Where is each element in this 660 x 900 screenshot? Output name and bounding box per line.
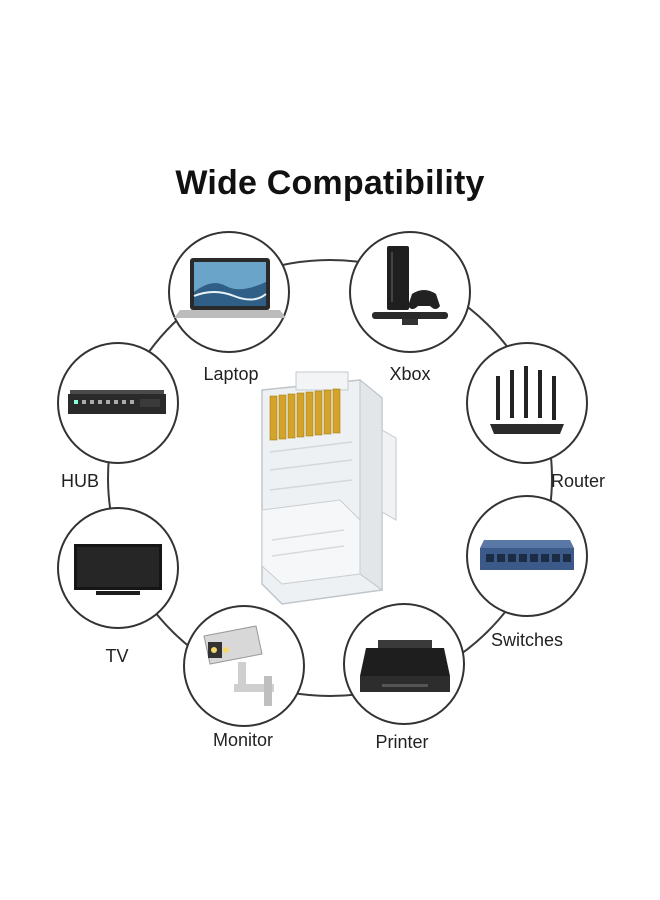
monitor-circle xyxy=(183,605,305,727)
device-label-printer: Printer xyxy=(375,732,429,752)
tv-icon xyxy=(74,544,162,595)
device-label-monitor: Monitor xyxy=(212,730,274,750)
switches-circle xyxy=(466,495,588,617)
device-label-xbox: Xbox xyxy=(389,364,431,384)
laptop-icon xyxy=(174,258,286,318)
tv-circle xyxy=(57,507,179,629)
xbox-circle xyxy=(349,231,471,353)
device-label-switches: Switches xyxy=(490,630,564,650)
device-label-router: Router xyxy=(550,471,606,491)
router-circle xyxy=(466,342,588,464)
connection-ring xyxy=(107,259,553,697)
device-label-hub: HUB xyxy=(60,471,100,491)
rj45-connector-icon xyxy=(261,371,397,605)
page-title: Wide Compatibility xyxy=(175,164,485,202)
security-camera-icon xyxy=(203,625,274,706)
router-icon xyxy=(490,366,564,434)
device-label-laptop: Laptop xyxy=(203,364,259,384)
laptop-circle xyxy=(168,231,290,353)
device-label-tv: TV xyxy=(105,646,129,666)
printer-icon xyxy=(360,640,450,692)
network-hub-icon xyxy=(68,390,166,414)
printer-circle xyxy=(343,603,465,725)
game-console-icon xyxy=(372,246,448,325)
hub-circle xyxy=(57,342,179,464)
network-switch-icon xyxy=(480,540,574,570)
